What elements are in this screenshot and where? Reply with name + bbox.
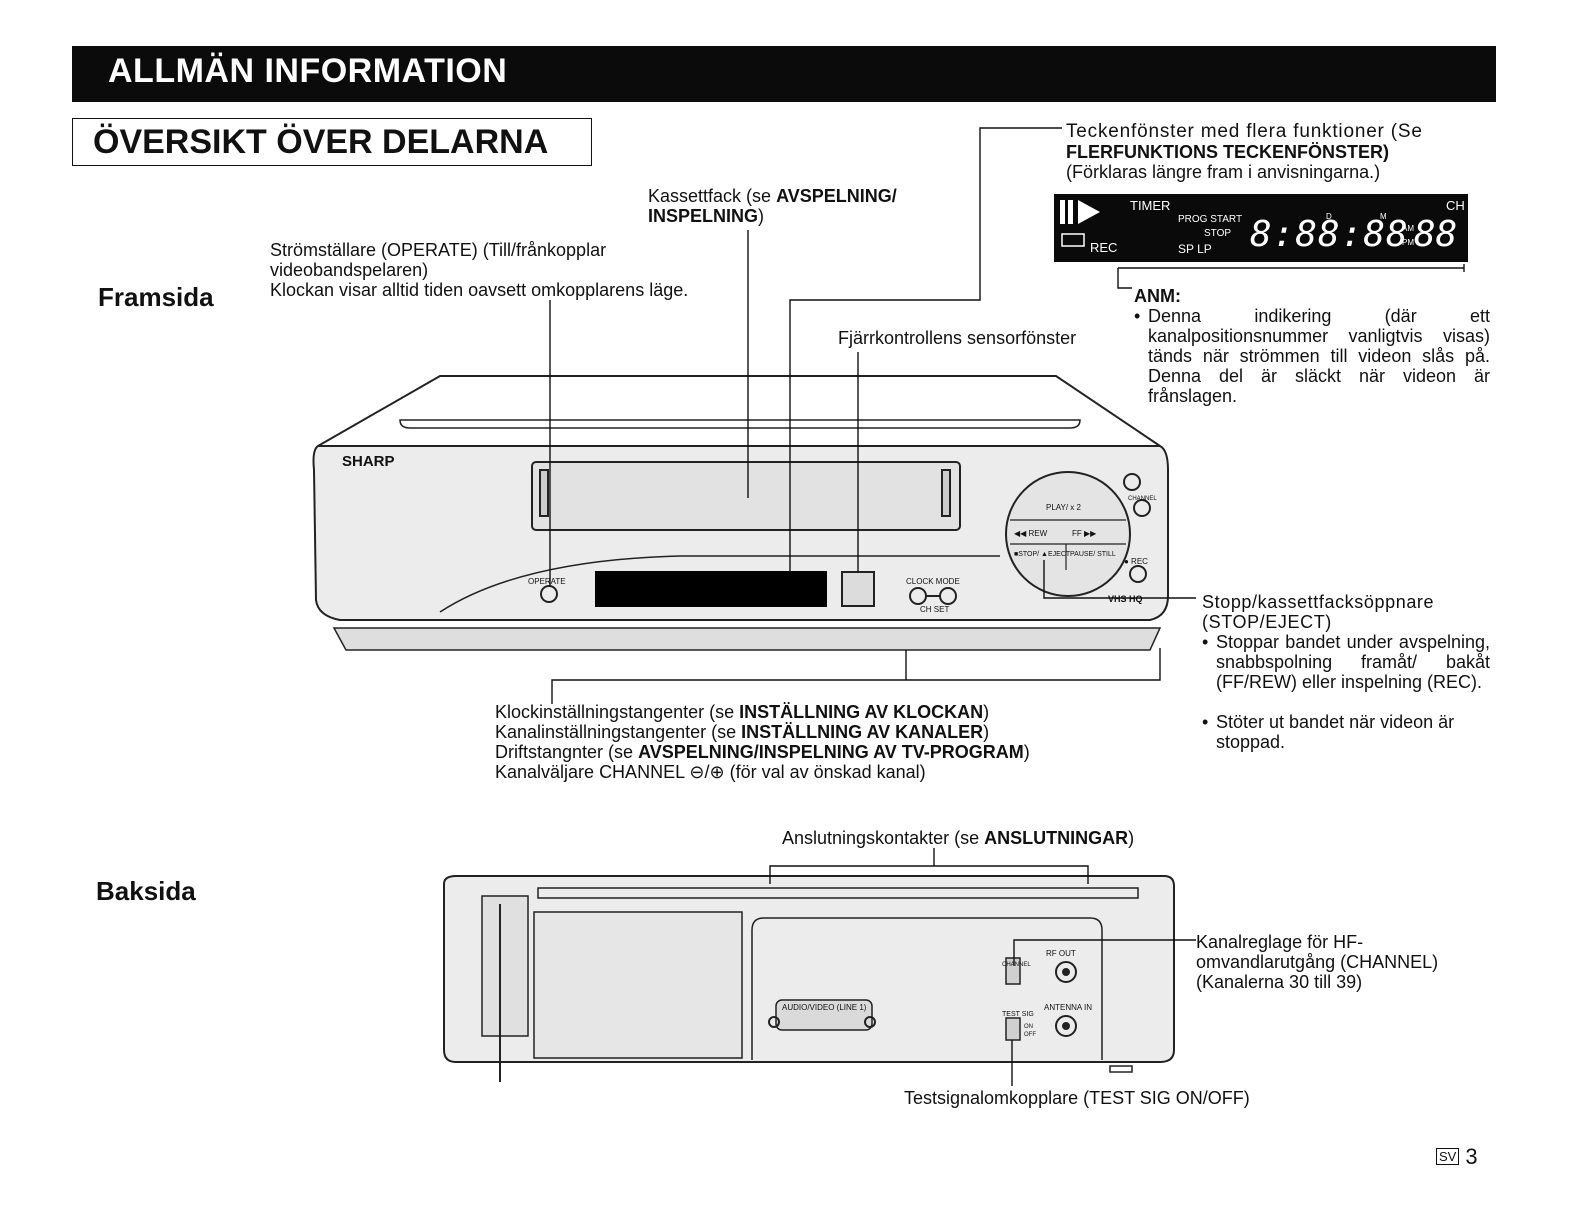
device-vhs-hq-label: VHS HQ <box>1108 594 1143 604</box>
language-badge: SV <box>1436 1148 1460 1165</box>
section-title-box: ÖVERSIKT ÖVER DELARNA <box>72 118 592 166</box>
stop-eject-bullet-2: Stöter ut bandet när videon är stoppad. <box>1216 712 1455 752</box>
stop-eject-bullet-1-dot: • <box>1202 632 1209 652</box>
channel-switch-line1: Kanalreglage för HF- <box>1196 932 1364 952</box>
note-text: Denna indikering (där ett kanalpositions… <box>1148 306 1490 406</box>
back-side-label: Baksida <box>96 876 196 906</box>
operate-callout-line1: Strömställare (OPERATE) (Till/frånkoppla… <box>270 240 607 260</box>
device-clock-mode-label: CLOCK MODE <box>906 577 960 586</box>
display-window-line3: (Förklaras längre fram i anvisningarna.) <box>1066 162 1381 182</box>
cassette-callout-line2: INSPELNING) <box>648 206 765 226</box>
device-channel-label: CHANNEL <box>1128 496 1157 502</box>
display-window-line2: FLERFUNKTIONS TECKENFÖNSTER) <box>1066 142 1389 162</box>
display-window-line1: Teckenfönster med flera funktioner (Se <box>1066 121 1423 142</box>
note-title: ANM: <box>1134 286 1181 306</box>
connectors-callout: Anslutningskontakter (se ANSLUTNINGAR) <box>782 828 1135 848</box>
lcd-m: M <box>1380 212 1387 221</box>
header-title: ALLMÄN INFORMATION <box>108 52 508 90</box>
multi-function-display: TIMER PROG START STOP REC SP LP CH D M A… <box>1054 194 1468 262</box>
device-operate-label: OPERATE <box>528 577 566 586</box>
keys-line1: Klockinställningstangenter (se INSTÄLLNI… <box>495 702 990 722</box>
operate-callout-line3: Klockan visar alltid tiden oavsett omkop… <box>270 280 689 300</box>
device-antenna-in-label: ANTENNA IN <box>1044 1003 1092 1012</box>
lcd-prog-start: PROG START <box>1178 214 1243 225</box>
test-signal-callout: Testsignalomkopplare (TEST SIG ON/OFF) <box>904 1088 1250 1108</box>
device-brand: SHARP <box>342 453 395 470</box>
device-audio-video-label: AUDIO/VIDEO (LINE 1) <box>782 1003 867 1012</box>
device-off-label: OFF <box>1024 1032 1036 1038</box>
lcd-time-digits: 8:88:88 <box>1250 214 1409 255</box>
remote-sensor-callout: Fjärrkontrollens sensorfönster <box>838 328 1077 348</box>
device-rf-out-label: RF OUT <box>1046 949 1076 958</box>
lcd-am: AM <box>1402 224 1414 233</box>
device-on-label: ON <box>1024 1024 1033 1030</box>
lcd-graphics <box>1060 200 1100 247</box>
keys-line2: Kanalinställningstangenter (se INSTÄLLNI… <box>495 722 990 742</box>
lcd-timer: TIMER <box>1130 198 1171 213</box>
vcr-rear-illustration <box>443 875 1175 1082</box>
operate-callout-line2: videobandspelaren) <box>270 260 429 280</box>
device-pause-still-label: PAUSE/ STILL <box>1070 551 1116 558</box>
stop-eject-title: Stopp/kassettfacksöppnare (STOP/EJECT) <box>1202 592 1435 632</box>
keys-line4: Kanalväljare CHANNEL ⊖/⊕ (för val av öns… <box>495 762 926 782</box>
channel-switch-line3: (Kanalerna 30 till 39) <box>1196 972 1363 992</box>
device-ch-set-label: CH SET <box>920 605 949 614</box>
note-bullet: • <box>1134 306 1141 326</box>
device-rew-label: ◀◀ REW <box>1014 529 1048 538</box>
device-stop-eject-label: ■STOP/ ▲EJECT <box>1014 551 1071 558</box>
front-leader-lines <box>549 127 1465 704</box>
cassette-callout-line1: Kassettfack (se AVSPELNING/ <box>648 186 897 206</box>
device-play-label: PLAY/ x 2 <box>1046 503 1082 512</box>
device-rear-channel-label: CHANNEL <box>1002 962 1031 968</box>
lcd-rec: REC <box>1090 240 1118 255</box>
stop-eject-bullet-1: Stoppar bandet under avspelning, snabbsp… <box>1216 632 1490 692</box>
vcr-front-illustration <box>312 375 1169 651</box>
device-rec-label: ● REC <box>1124 557 1148 566</box>
lcd-pm: PM <box>1402 238 1414 247</box>
device-ff-label: FF ▶▶ <box>1072 529 1097 538</box>
channel-switch-line2: omvandlarutgång (CHANNEL) <box>1196 952 1439 972</box>
stop-eject-bullet-2-dot: • <box>1202 712 1209 732</box>
section-title: ÖVERSIKT ÖVER DELARNA <box>93 123 549 161</box>
lcd-channel-digits: 88 <box>1414 214 1458 255</box>
lcd-sp-lp: SP LP <box>1178 242 1212 256</box>
front-side-label: Framsida <box>98 282 214 312</box>
device-test-sig-label: TEST SIG <box>1002 1011 1034 1018</box>
lcd-d: D <box>1326 212 1332 221</box>
header-bar: ALLMÄN INFORMATION <box>72 46 1496 102</box>
lcd-ch: CH <box>1446 198 1465 213</box>
lcd-stop: STOP <box>1204 228 1232 239</box>
keys-line3: Driftstangnter (se AVSPELNING/INSPELNING… <box>495 742 1030 762</box>
rear-leader-lines <box>769 848 1196 1086</box>
